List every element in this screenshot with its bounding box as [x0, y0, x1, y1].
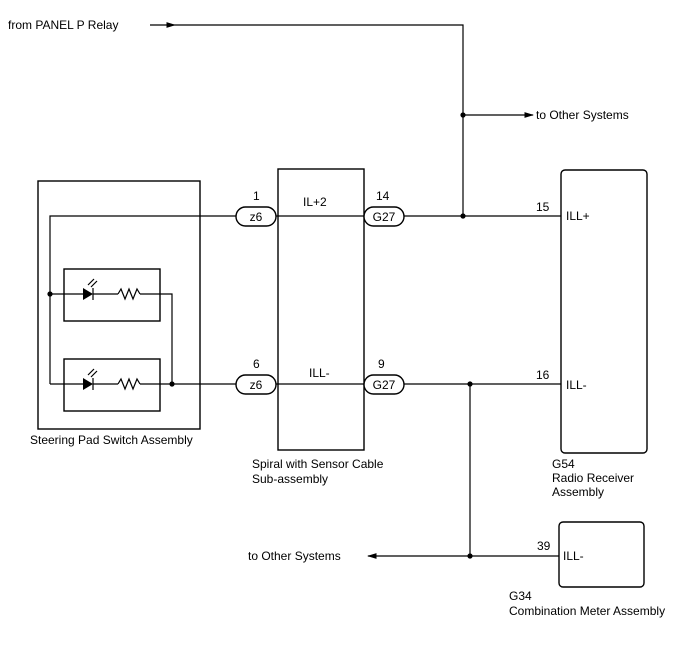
connector-z6-bottom: z6 — [235, 374, 277, 395]
radio-signal-top: ILL+ — [566, 209, 590, 223]
meter-code: G34 — [509, 589, 532, 603]
pin-g27-top: 14 — [376, 189, 390, 203]
illumination-circuit-1 — [63, 268, 161, 322]
combination-meter-box — [558, 521, 645, 588]
connector-z6-top: z6 — [235, 206, 277, 227]
other-systems-bottom-label: to Other Systems — [248, 549, 341, 563]
spiral-label-line2: Sub-assembly — [252, 472, 328, 486]
resistor-icon — [117, 287, 141, 301]
meter-signal: ILL- — [563, 549, 584, 563]
wire-ill-plus-internal — [49, 215, 240, 384]
led-icon — [83, 368, 98, 390]
radio-signal-bottom: ILL- — [566, 378, 587, 392]
radio-code: G54 — [552, 457, 575, 471]
wire-panel-relay — [175, 24, 464, 216]
junction-ill-plus — [460, 213, 466, 219]
radio-pin-bottom: 16 — [536, 368, 550, 382]
steering-pad-switch-label: Steering Pad Switch Assembly — [30, 433, 193, 447]
pin-z6-bottom: 6 — [253, 357, 260, 371]
connector-g27-top: G27 — [363, 206, 405, 227]
pin-z6-top: 1 — [253, 189, 260, 203]
spiral-signal-top: IL+2 — [303, 195, 327, 209]
svg-text:z6: z6 — [250, 378, 263, 392]
meter-name: Combination Meter Assembly — [509, 604, 665, 618]
connector-g27-bottom: G27 — [363, 374, 405, 395]
radio-pin-top: 15 — [536, 200, 550, 214]
radio-name-line1: Radio Receiver — [552, 471, 634, 485]
radio-name-line2: Assembly — [552, 485, 604, 499]
resistor-icon — [117, 377, 141, 391]
junction-internal-right — [169, 381, 175, 387]
spiral-signal-bottom: ILL- — [309, 366, 330, 380]
svg-text:z6: z6 — [250, 210, 263, 224]
source-label: from PANEL P Relay — [8, 18, 118, 32]
led-icon — [83, 278, 98, 300]
radio-receiver-box — [560, 169, 648, 454]
spiral-cable-box — [277, 168, 365, 451]
other-systems-top-label: to Other Systems — [536, 108, 629, 122]
wire-res1-out — [140, 293, 173, 384]
illumination-circuit-2 — [63, 358, 161, 412]
pin-g27-bottom: 9 — [378, 357, 385, 371]
svg-text:G27: G27 — [373, 210, 396, 224]
meter-pin: 39 — [537, 539, 551, 553]
spiral-label-line1: Spiral with Sensor Cable — [252, 457, 384, 471]
svg-text:G27: G27 — [373, 378, 396, 392]
